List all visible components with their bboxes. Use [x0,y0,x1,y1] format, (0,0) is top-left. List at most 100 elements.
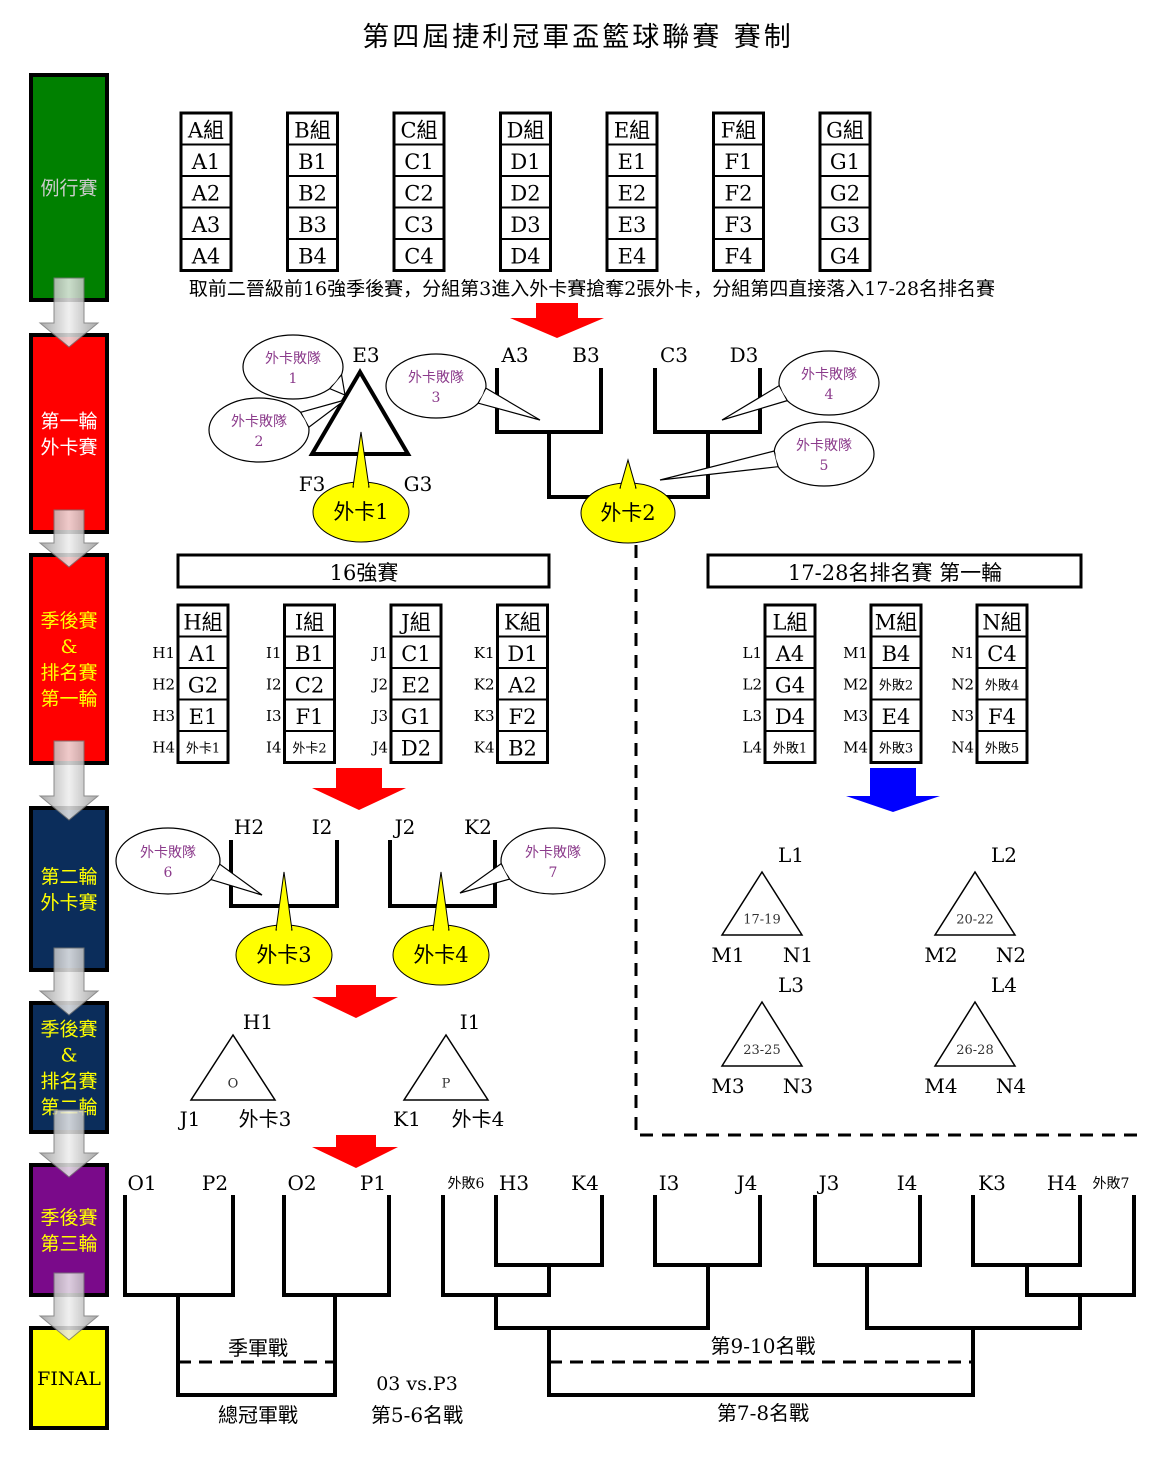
group-team: B2 [298,182,327,206]
group-name: D組 [507,119,545,143]
wildcard4-ellipse [392,871,490,986]
group-name: L組 [773,611,808,635]
group-row-label: K4 [474,739,495,757]
round3-label: I4 [897,1171,918,1195]
triangle-right: N1 [783,943,813,967]
place910-label: 第9-10名戰 [711,1334,816,1358]
group-team: 外敗3 [879,742,913,757]
group-team: A1 [191,150,221,174]
bracket-label-k2: K2 [464,815,492,839]
group-team: G1 [830,150,860,174]
round3-label: J3 [817,1171,840,1195]
round3-label: H3 [499,1171,529,1195]
round3-label: K3 [978,1171,1006,1195]
stage-label: 第二輪 [40,866,97,888]
group-team: E2 [618,182,647,206]
rank17-title: 17-28名排名賽 第一輪 [788,561,1002,585]
group-team: F2 [509,705,537,729]
group-team: A2 [507,674,537,698]
group-team: G4 [775,674,805,698]
group-row-label: K2 [474,676,495,694]
bubble-text: 外卡敗隊 [408,370,464,386]
group-team: G2 [830,182,860,206]
triangle-right: N4 [996,1074,1026,1098]
group-row-label: M4 [843,739,868,757]
group-row-label: K3 [474,707,495,725]
wildcard3-label: 外卡3 [256,943,311,967]
group-team: D3 [510,213,540,237]
wildcard1-tri-top: E3 [352,343,379,367]
stage-arrow [38,1272,100,1341]
group-team: C4 [404,245,433,269]
red-arrow [312,768,406,810]
group-row-label: L1 [742,644,762,662]
group-team: F4 [725,245,753,269]
bubble-text: 2 [255,434,264,450]
group-row-label: J2 [370,676,388,694]
group-team: 外敗5 [985,742,1019,757]
place78-label: 第7-8名戰 [717,1401,809,1425]
group-name: H組 [183,611,222,635]
group-name: G組 [826,119,864,143]
final-label: 總冠軍戰 [218,1403,298,1427]
triangle-right: N2 [996,943,1026,967]
group-team: A4 [775,642,805,666]
loser-bubble: 外卡敗隊 5 [659,421,875,487]
triangle-inner: 23-25 [743,1043,780,1058]
rule-text: 取前二晉級前16強季後賽，分組第3進入外卡賽搶奪2張外卡，分組第四直接落入17-… [189,278,995,300]
group-team: C2 [295,674,324,698]
triangle-inner: O [228,1077,239,1092]
group-team: G3 [830,213,860,237]
group-team: A2 [191,182,221,206]
group-team: D4 [510,245,540,269]
group-row-label: H3 [152,707,175,725]
bubble-text: 外卡敗隊 [140,845,196,861]
o3p3-label: 03 vs.P3 [376,1373,458,1395]
group-row-label: I4 [266,739,281,757]
triangle-top: L1 [778,843,804,867]
group-team: 外卡1 [186,742,220,757]
group-team: G4 [830,245,860,269]
stage-label: 季後賽 [40,1019,97,1041]
stage-label: 第三輪 [40,1233,97,1255]
red-arrow [312,985,398,1018]
wildcard1-label: 外卡1 [333,500,388,524]
group-team: A4 [191,245,221,269]
bubble-text: 外卡敗隊 [796,438,852,454]
group-team: G2 [188,674,218,698]
group-row-label: K1 [474,644,495,662]
top16-title: 16強賽 [330,561,399,585]
wildcard3-ellipse [235,871,333,986]
stage-column: 例行賽第一輪外卡賽季後賽&排名賽第一輪第二輪外卡賽季後賽&排名賽第二輪季後賽第三… [29,73,109,1430]
regular-season-groups: A組A1A2A3A4B組B1B2B3B4C組C1C2C3C4D組D1D2D3D4… [179,111,872,272]
group-team: E2 [402,674,431,698]
bubble-text: 外卡敗隊 [265,351,321,367]
group-team: F4 [988,705,1016,729]
stage-label: 季後賽 [40,1207,97,1229]
group-row-label: N3 [951,707,974,725]
group-team: C3 [404,213,433,237]
bracket-label-b3: B3 [572,343,599,367]
round3-label: J4 [735,1171,758,1195]
bubble-text: 5 [820,458,829,474]
bubble-text: 7 [549,865,558,881]
group-name: I組 [295,611,324,635]
group-team: 外敗4 [985,679,1019,694]
group-team: G1 [401,705,431,729]
triangle-right: N3 [783,1074,813,1098]
place56-label: 第5-6名戰 [371,1403,463,1427]
group-row-label: N1 [951,644,974,662]
